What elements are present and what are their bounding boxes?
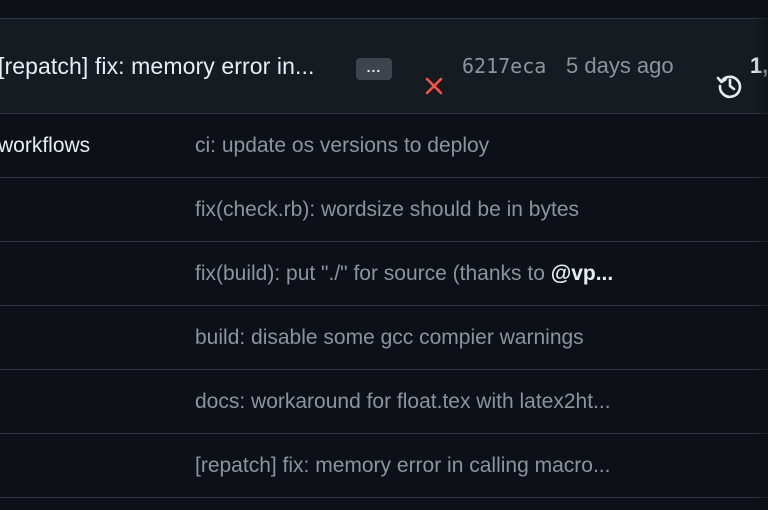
commit-message-link[interactable]: build: disable some gcc compier warnings [195,326,584,349]
file-row[interactable]: workflows ci: update os versions to depl… [0,114,768,178]
top-strip [0,0,768,18]
user-mention-link[interactable]: @vp... [550,262,614,285]
commit-message-link[interactable]: fix(check.rb): wordsize should be in byt… [195,198,579,221]
file-row[interactable]: fix(build): put "./" for source (thanks … [0,242,768,306]
file-row[interactable]: fix(check.rb): wordsize should be in byt… [0,178,768,242]
file-row[interactable]: build: disable some gcc compier warnings [0,306,768,370]
commit-message-link[interactable]: ci: update os versions to deploy [195,134,490,157]
commit-relative-time: 5 days ago [566,53,674,78]
x-icon[interactable] [424,76,444,96]
commit-sha-link[interactable]: 6217eca [462,54,547,78]
commit-message: fix(build): put "./" for source (thanks … [195,262,613,286]
latest-commit-message-link[interactable]: [repatch] fix: memory error in... [0,53,315,79]
ellipsis-label: ... [366,58,382,75]
commit-message-link[interactable]: docs: workaround for float.tex with late… [195,390,611,413]
commit-message-link[interactable]: [repatch] fix: memory error in calling m… [195,454,611,477]
latest-commit-bar: [repatch] fix: memory error in... ... 62… [0,18,768,114]
file-row[interactable]: docs: workaround for float.tex with late… [0,370,768,434]
expand-commit-message-button[interactable]: ... [356,58,392,80]
commit-history-count-link[interactable]: 1, [750,53,768,78]
commit-message-link[interactable]: fix(build): put "./" for source (thanks … [195,262,551,285]
file-name-link[interactable]: workflows [0,134,91,157]
history-icon[interactable] [716,72,744,100]
file-row[interactable]: [repatch] fix: memory error in calling m… [0,434,768,498]
file-list: workflows ci: update os versions to depl… [0,114,768,498]
